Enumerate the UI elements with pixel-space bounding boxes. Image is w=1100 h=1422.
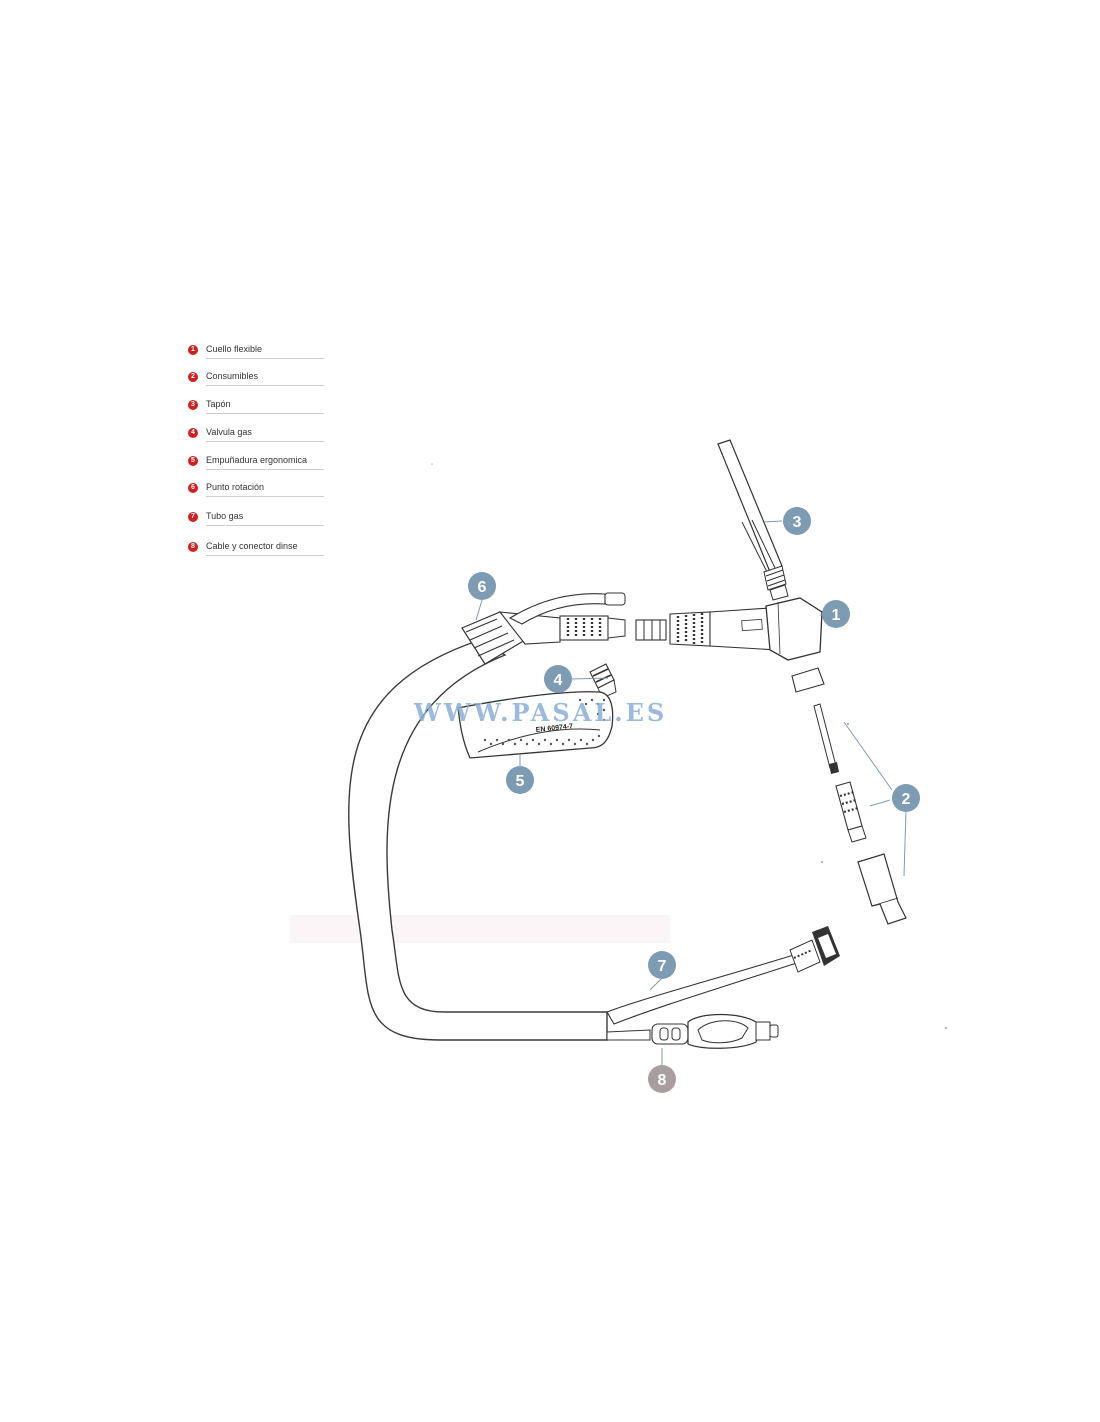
center-connector	[635, 619, 667, 641]
legend-number-badge: 1	[188, 345, 198, 355]
legend-item-4: 4 Valvula gas	[188, 427, 324, 445]
legend-number-badge: 6	[188, 483, 198, 493]
legend-underline	[206, 413, 324, 414]
ergonomic-handle: EN 60974-7	[457, 691, 614, 759]
callout-4: 4	[544, 665, 572, 693]
callout-label: 5	[516, 773, 525, 790]
legend-underline	[206, 441, 324, 442]
legend-label: Cable y conector dinse	[206, 541, 298, 551]
consumables	[791, 667, 907, 925]
legend-item-7: 7 Tubo gas	[188, 511, 324, 529]
callout-label: 6	[478, 579, 487, 596]
legend-label: Punto rotación	[206, 482, 265, 492]
callout-1: 1	[822, 600, 850, 628]
watermark: WWW.PASAL.ES	[414, 698, 668, 727]
handle-marking: EN 60974-7	[535, 723, 573, 734]
legend-underline	[206, 525, 324, 526]
callout-7: 7	[648, 951, 676, 979]
legend-number-badge: 5	[188, 456, 198, 466]
back-cap	[717, 439, 789, 601]
callout-2: 2	[892, 784, 920, 812]
legend-underline	[206, 385, 324, 386]
callout-label: 8	[658, 1072, 667, 1089]
legend-underline	[206, 555, 324, 556]
legend-label: Cuello flexible	[206, 344, 263, 354]
callout-label: 1	[832, 607, 841, 624]
legend-item-8: 8 Cable y conector dinse	[188, 541, 324, 559]
leader-lines	[475, 520, 907, 1066]
legend-number-badge: 7	[188, 512, 198, 522]
dinse-connector	[606, 1013, 779, 1049]
legend-label: Tapón	[206, 399, 231, 409]
callout-label: 7	[658, 958, 667, 975]
legend-number-badge: 8	[188, 542, 198, 552]
gas-connector	[789, 926, 840, 973]
legend-label: Consumibles	[206, 371, 259, 381]
legend-label: Empuñadura ergonomica	[206, 455, 308, 465]
hose	[348, 639, 608, 1041]
callout-6: 6	[468, 572, 496, 600]
torch-body	[669, 597, 823, 661]
legend-item-6: 6 Punto rotación	[188, 482, 324, 500]
callout-8: 8	[648, 1065, 676, 1093]
callout-label: 4	[554, 672, 563, 689]
legend-underline	[206, 358, 324, 359]
legend-number-badge: 2	[188, 372, 198, 382]
gas-tube	[606, 949, 813, 1025]
background-band	[290, 915, 670, 943]
legend-item-5: 5 Empuñadura ergonomica	[188, 455, 324, 473]
legend-underline	[206, 469, 324, 470]
callout-label: 3	[793, 514, 802, 531]
legend-number-badge: 3	[188, 400, 198, 410]
callout-5: 5	[506, 766, 534, 794]
legend-item-1: 1 Cuello flexible	[188, 344, 324, 362]
legend-item-2: 2 Consumibles	[188, 371, 324, 389]
legend-underline	[206, 496, 324, 497]
legend-label: Tubo gas	[206, 511, 244, 521]
cable-connector	[604, 592, 626, 606]
legend-label: Valvula gas	[206, 427, 252, 437]
rear-body	[559, 615, 626, 641]
legend-number-badge: 4	[188, 428, 198, 438]
callout-label: 2	[902, 791, 911, 808]
legend-item-3: 3 Tapón	[188, 399, 324, 417]
callout-3: 3	[783, 507, 811, 535]
